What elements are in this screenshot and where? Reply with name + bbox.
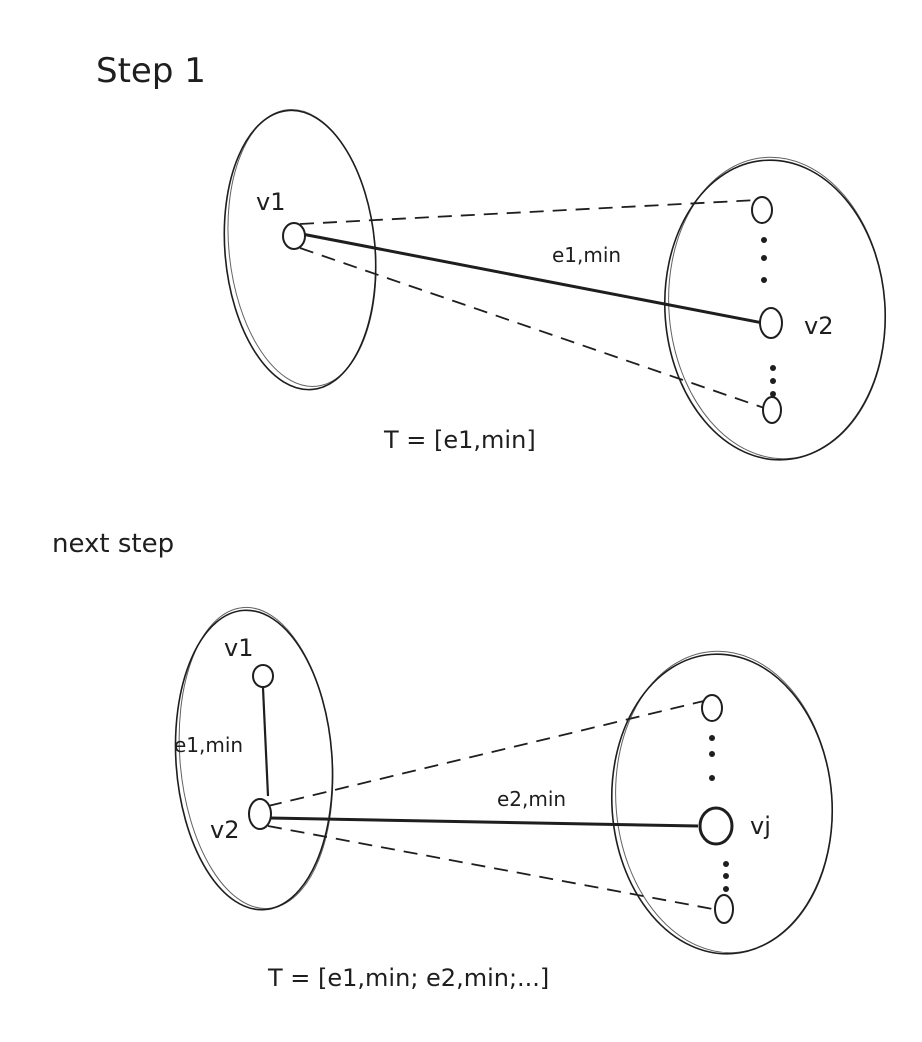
step1-ellipsis-dot [761,237,767,243]
step2-tree-edge-label: e1,min [174,733,243,757]
step1-right-set-stroke [668,156,886,460]
step2-edge-label: e2,min [497,787,566,811]
step2-section: next step v1 v2 e1,min e2,min vj T = [e [52,529,834,992]
step1-right-node-top [751,196,773,224]
step1-left-set-stroke [227,109,377,387]
step1-candidate-edge-top [299,199,759,225]
step1-ellipsis-dot [761,255,767,261]
step1-candidate-edge-bottom [299,247,771,411]
step1-v2-node [759,307,783,339]
step2-v1-label: v1 [224,634,253,662]
step1-section: Step 1 v1 v2 e1,min T = [e1,min] [96,51,887,461]
step2-left-set [174,609,334,911]
step2-ellipsis-dot [709,751,715,757]
step1-ellipsis-dot [761,277,767,283]
step1-title: Step 1 [96,51,206,91]
step2-left-set-stroke [178,606,334,910]
step1-v1-node [282,222,306,250]
step2-tree: T = [e1,min; e2,min;...] [267,964,549,992]
step1-edge-label: e1,min [552,243,621,267]
step2-right-set-stroke [615,650,833,954]
step1-v2-label: v2 [804,312,833,340]
step1-ellipsis-dot [770,391,776,397]
step1-v1-label: v1 [256,188,285,216]
step1-right-node-bottom [762,396,782,424]
step1-min-edge [301,232,769,326]
step2-tree-edge [261,687,270,797]
step2-ellipsis-dot [723,873,729,879]
step2-candidate-edge-top [267,699,709,807]
step2-min-edge [269,816,699,828]
step2-right-node-bottom [714,894,734,924]
step1-ellipsis-dot [770,365,776,371]
step2-title: next step [52,529,174,559]
step2-ellipsis-dot [723,861,729,867]
step2-ellipsis-dot [723,886,729,892]
step2-v2-node [248,798,272,830]
step2-vj-node [698,806,734,846]
step2-ellipsis-dot [709,735,715,741]
step2-v2-label: v2 [210,816,239,844]
step2-vj-label: vj [750,812,771,840]
step1-ellipsis-dot [770,378,776,384]
step2-candidate-edge-bottom [267,825,719,911]
step1-left-set [223,109,377,391]
step2-v1-node [252,664,274,688]
step1-tree: T = [e1,min] [383,426,536,454]
step2-right-node-top [701,694,723,722]
step2-ellipsis-dot [709,775,715,781]
